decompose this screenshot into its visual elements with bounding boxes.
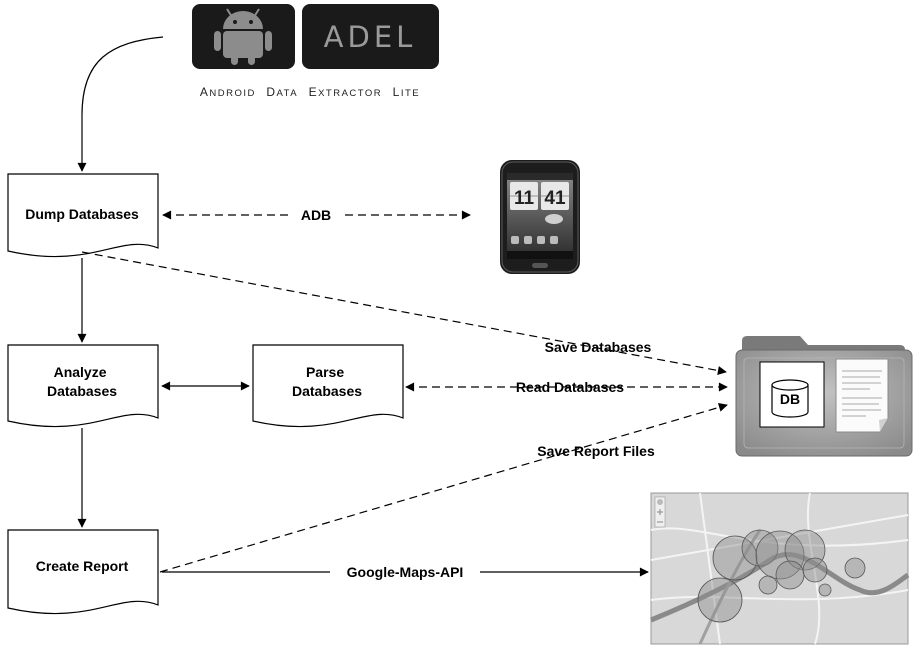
create-report-label: Create Report [36,558,129,574]
adel-logo: ADEL ANDROID DATA EXTRACTOR LITE [192,4,439,100]
entry-arrow [77,36,164,172]
smartphone-icon: 11 41 [500,160,580,274]
database-folder-icon: DB [735,336,913,457]
adb-label: ADB [301,207,331,223]
save-report-label: Save Report Files [537,443,655,459]
parse-databases-label: Parse Databases [292,364,362,399]
phone-clock-min: 41 [544,188,566,209]
map-thumbnail [650,492,910,645]
arrow-save-report [159,402,728,573]
database-cylinder-icon: DB [759,361,825,428]
dump-databases-box: Dump Databases [7,173,159,258]
phone-clock-hour: 11 [514,188,535,209]
logo-caption: ANDROID DATA EXTRACTOR LITE [200,83,420,100]
analyze-databases-label: Analyze Databases [47,364,117,399]
google-maps-api-label: Google-Maps-API [347,564,464,580]
logo-wordmark-panel [302,4,439,69]
document-page-icon [835,358,889,433]
arrow-save-databases [81,251,727,375]
analyze-databases-box: Analyze Databases [7,344,159,428]
logo-wordmark: ADEL [324,20,417,54]
dump-databases-label: Dump Databases [25,206,139,222]
db-label: DB [780,391,800,407]
parse-databases-box: Parse Databases [252,344,404,428]
create-report-box: Create Report [7,529,159,615]
location-circles [697,529,866,623]
read-databases-label: Read Databases [516,379,624,395]
save-databases-label: Save Databases [545,339,652,355]
android-robot-icon [214,8,272,65]
